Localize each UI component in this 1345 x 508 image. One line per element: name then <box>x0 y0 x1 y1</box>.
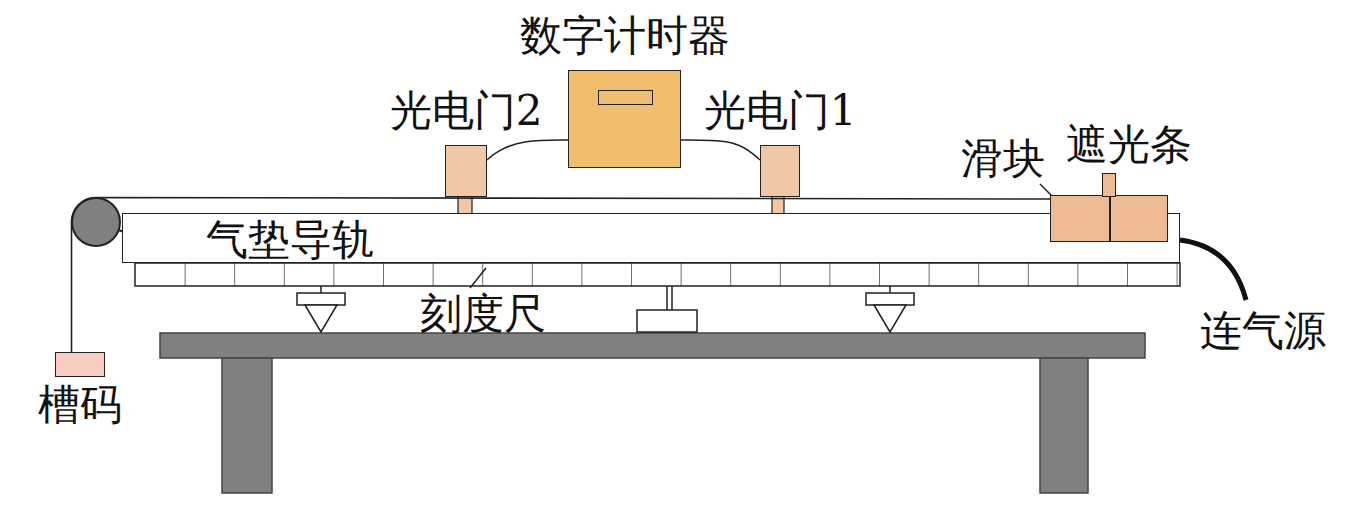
node-label: 槽码 <box>38 384 122 426</box>
air-hose <box>1180 240 1246 300</box>
light-strip: 遮光条 <box>1102 173 1116 197</box>
node-label: 光电门1 <box>704 90 857 132</box>
signal-wire <box>681 140 760 160</box>
part-label: 连气源 <box>1200 310 1326 352</box>
table-leg <box>1040 358 1088 493</box>
hook-weight: 槽码 <box>55 352 105 377</box>
signal-wire <box>487 140 568 160</box>
node-label: 数字计时器 <box>520 15 730 57</box>
node-label: 气垫导轨 <box>206 219 374 261</box>
display-window <box>598 90 653 105</box>
slider: 滑块遮光条 <box>1050 195 1168 242</box>
digital-timer: 数字计时器 <box>568 70 681 168</box>
photogate: 光电门2 <box>445 145 487 197</box>
leader-line <box>470 268 486 288</box>
scale-ticks <box>136 263 1179 286</box>
table-top <box>160 333 1145 358</box>
part-label: 刻度尺 <box>420 293 546 335</box>
node-label: 遮光条 <box>1066 124 1192 166</box>
node-label: 光电门2 <box>390 90 543 132</box>
slider-divider <box>1109 196 1111 241</box>
air-track: 气垫导轨 <box>122 213 1180 263</box>
rail-support <box>297 286 914 332</box>
node-label: 滑块 <box>961 138 1045 180</box>
scale <box>135 263 1180 286</box>
table-leg <box>222 358 272 493</box>
photogate: 光电门1 <box>760 145 800 197</box>
